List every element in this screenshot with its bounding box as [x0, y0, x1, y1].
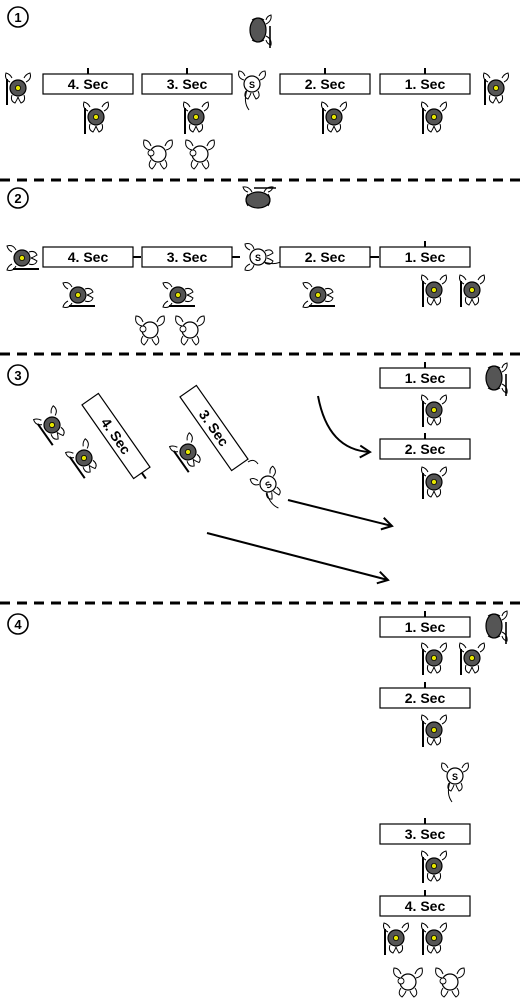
- commander-icon: [249, 14, 272, 49]
- soldier-icon: [382, 922, 410, 956]
- section-1-label: 1. Sec: [405, 619, 446, 635]
- section-3-label: 3. Sec: [167, 76, 208, 92]
- soldier-icon: [168, 431, 209, 475]
- step-3-panel: 3 1. Sec 2. Sec 4. Sec 3. Sec S: [7, 362, 508, 585]
- step-1-badge: [7, 6, 29, 28]
- section-4-box: 4. Sec: [81, 392, 151, 480]
- step-3-badge: [7, 364, 29, 386]
- step-2-number: 2: [14, 191, 21, 206]
- section-3-label: 3. Sec: [405, 826, 446, 842]
- section-2-label: 2. Sec: [305, 76, 346, 92]
- medic-icon: [185, 139, 215, 170]
- section-2-label: 2. Sec: [405, 441, 446, 457]
- section-1-box: [379, 616, 471, 638]
- section-1-label: 1. Sec: [405, 249, 446, 265]
- section-3-box: 3. Sec: [141, 68, 233, 95]
- soldier-icon: [302, 281, 336, 309]
- soldier-icon: [482, 72, 510, 106]
- leader-icon: S: [237, 70, 267, 111]
- commander-icon: [485, 610, 508, 645]
- medic-icon: [435, 967, 465, 998]
- step-4-badge: [7, 613, 29, 635]
- step-2-badge: [7, 187, 29, 209]
- soldier-icon: [458, 642, 486, 676]
- soldier-icon: [4, 72, 32, 106]
- soldier-icon: [420, 274, 448, 308]
- step-1-panel: 1 4. Sec 3. Sec S 2. Sec 1. Sec: [4, 6, 510, 170]
- leader-mark: S: [263, 479, 273, 491]
- soldier-icon: [162, 281, 196, 309]
- section-2-label: 2. Sec: [405, 690, 446, 706]
- soldier-icon: [458, 274, 486, 308]
- section-3-box: [379, 823, 471, 845]
- section-4-box: [379, 895, 471, 917]
- medic-icon: [135, 315, 165, 346]
- soldier-icon: [82, 101, 110, 135]
- section-3-label: 3. Sec: [167, 249, 208, 265]
- movement-arrow: [206, 532, 390, 585]
- soldier-icon: [182, 101, 210, 135]
- leader-icon: S: [440, 762, 470, 803]
- soldier-icon: [320, 101, 348, 135]
- medic-icon: [143, 139, 173, 170]
- soldier-icon: [32, 404, 73, 448]
- movement-arrow: [287, 499, 394, 531]
- commander-icon: [485, 362, 508, 397]
- leader-icon: S: [249, 465, 294, 514]
- section-1-box: 1. Sec: [379, 68, 471, 95]
- step-3-number: 3: [14, 368, 21, 383]
- section-4-label: 4. Sec: [405, 898, 446, 914]
- soldier-icon: [6, 244, 40, 272]
- soldier-icon: [64, 437, 105, 481]
- soldier-icon: [420, 101, 448, 135]
- step-4-number: 4: [14, 617, 22, 632]
- section-2-label: 2. Sec: [305, 249, 346, 265]
- leader-mark: S: [255, 253, 261, 263]
- soldier-icon: [420, 394, 448, 428]
- step-2-panel: 2 4. Sec 3. Sec S 2. Sec 1. Sec: [6, 186, 486, 346]
- soldier-icon: [420, 466, 448, 500]
- section-1-box: [379, 367, 471, 389]
- soldier-icon: [62, 281, 96, 309]
- soldier-icon: [420, 850, 448, 884]
- section-4-label: 4. Sec: [68, 76, 109, 92]
- medic-icon: [175, 315, 205, 346]
- section-1-label: 1. Sec: [405, 370, 446, 386]
- step-4-panel: 4 1. Sec 2. Sec S 3. Sec 4. Sec: [7, 610, 508, 998]
- commander-icon: [242, 186, 277, 209]
- leader-mark: S: [452, 772, 458, 782]
- soldier-icon: [420, 922, 448, 956]
- movement-arrow: [317, 395, 372, 459]
- section-1-label: 1. Sec: [405, 76, 446, 92]
- leader-mark: S: [249, 80, 255, 90]
- section-2-box: [379, 687, 471, 709]
- section-2-box: [379, 438, 471, 460]
- section-4-label: 4. Sec: [68, 249, 109, 265]
- soldier-icon: [420, 642, 448, 676]
- leader-icon: S: [244, 242, 285, 272]
- medic-icon: [393, 967, 423, 998]
- soldier-icon: [420, 714, 448, 748]
- section-4-box: 4. Sec: [42, 68, 134, 95]
- section-2-box: 2. Sec: [279, 68, 371, 95]
- step-1-number: 1: [14, 10, 21, 25]
